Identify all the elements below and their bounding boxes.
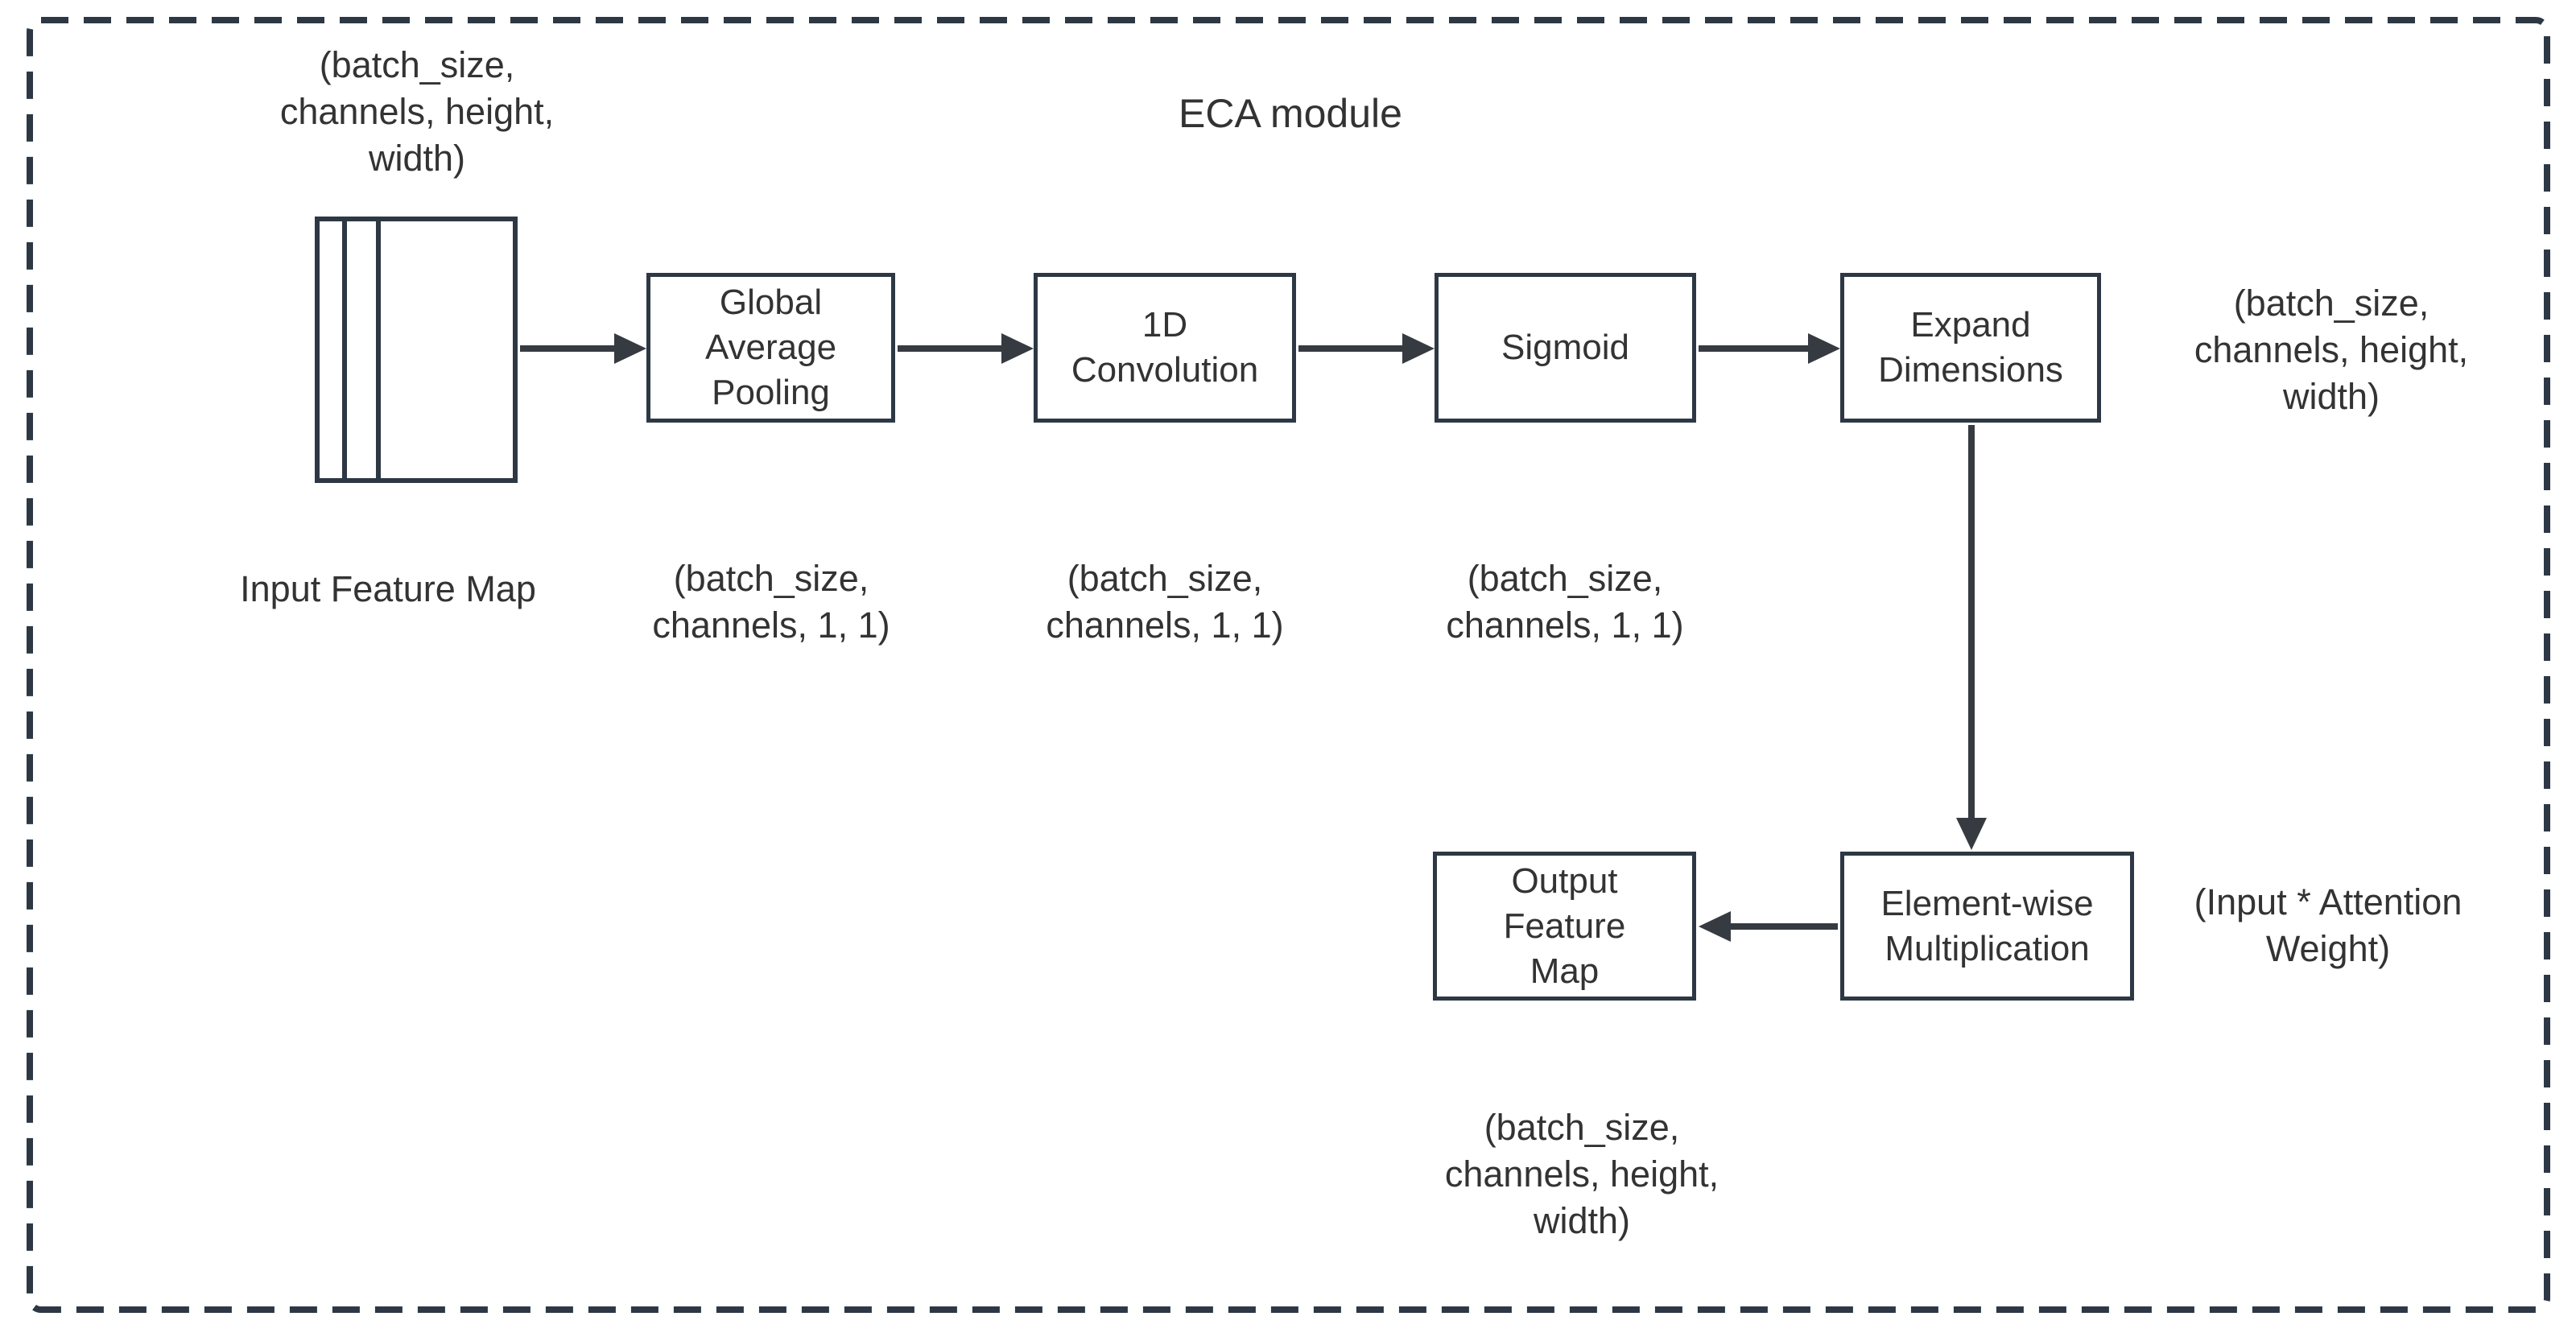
input-feature-map-icon (315, 217, 518, 483)
node-global-average-pooling: Global Average Pooling (646, 273, 895, 423)
conv-shape-annotation: (batch_size, channels, 1, 1) (1046, 558, 1284, 646)
input-feature-map-caption: Input Feature Map (240, 568, 536, 609)
node-expand-dimensions: Expand Dimensions (1840, 273, 2101, 423)
gap-shape-annotation: (batch_size, channels, 1, 1) (652, 558, 890, 646)
multiplication-annotation: (Input * Attention Weight) (2194, 881, 2462, 969)
feature-map-slab-line (342, 221, 347, 478)
node-1d-convolution: 1D Convolution (1034, 273, 1296, 423)
input-shape-annotation: (batch_size, channels, height, width) (279, 44, 555, 179)
node-output-feature-map: Output Feature Map (1433, 852, 1696, 1001)
feature-map-slab-line (376, 221, 381, 478)
sigmoid-shape-annotation: (batch_size, channels, 1, 1) (1446, 558, 1684, 646)
expand-shape-annotation: (batch_size, channels, height, width) (2194, 283, 2469, 417)
node-sigmoid: Sigmoid (1435, 273, 1696, 423)
output-shape-annotation: (batch_size, channels, height, width) (1444, 1107, 1719, 1241)
node-elementwise-multiplication: Element-wise Multiplication (1840, 852, 2134, 1001)
diagram-title: ECA module (1179, 91, 1402, 136)
